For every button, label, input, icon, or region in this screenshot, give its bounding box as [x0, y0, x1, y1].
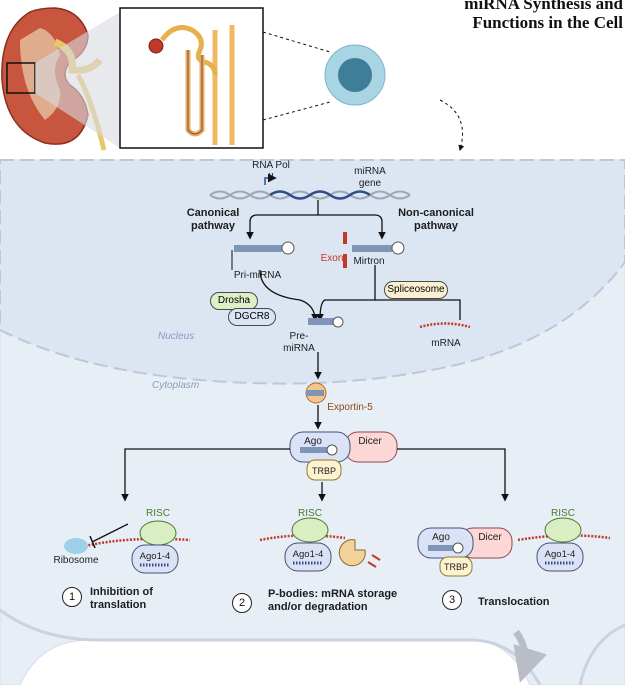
pre-mirna-label: Pre-miRNA: [283, 331, 315, 354]
exportin-complex: [305, 382, 327, 404]
risc-complex-2: [259, 517, 381, 572]
ago-label: Ago: [304, 436, 322, 447]
canonical-pathway-label: Canonical pathway: [186, 207, 240, 232]
pre-mirna-hairpin: [308, 316, 344, 328]
dna-strand: [209, 173, 411, 200]
risc-complex-3: [517, 517, 611, 572]
exportin-label: Exportin-5: [327, 402, 373, 413]
risc-complex-1: [64, 520, 191, 574]
dgcr8-box: DGCR8: [228, 308, 276, 326]
spliceosome-box: Spliceosome: [384, 281, 448, 299]
cytoplasm-label: Cytoplasm: [152, 380, 200, 391]
outcome-text-3: Translocation: [478, 596, 550, 608]
risc-label-3: RISC: [551, 508, 575, 519]
ribosome-label: Ribosome: [53, 555, 99, 566]
risc-label-2: RISC: [298, 508, 322, 519]
rna-pol-label: RNA Pol II: [252, 160, 290, 183]
outcome-text-1: Inhibition of translation: [90, 586, 153, 611]
dicer-label: Dicer: [358, 436, 382, 447]
mrna-label: mRNA: [431, 338, 461, 349]
dicer-complex-3: [417, 527, 513, 577]
risc-label-1: RISC: [146, 508, 170, 519]
exon-label: Exon: [320, 253, 344, 264]
outcome-number-2: 2: [232, 593, 252, 613]
outcome-number-1: 1: [62, 587, 82, 607]
trbp-label-3: TRBP: [443, 562, 468, 572]
ago14-label-2: Ago1-4: [292, 549, 324, 560]
kidney-illustration: [1, 7, 120, 151]
mirtron-label: Mirtron: [353, 256, 385, 267]
trbp-label: TRBP: [311, 466, 336, 476]
outcome-number-3: 3: [442, 590, 462, 610]
figure-title: miRNA Synthesis and Functions in the Cel…: [363, 0, 623, 32]
ago14-label-1: Ago1-4: [139, 551, 171, 562]
nephron-panel: [119, 7, 264, 149]
dicer-label-3: Dicer: [478, 532, 502, 543]
noncanonical-pathway-label: Non-canonical pathway: [398, 207, 474, 232]
mrna-strand: [419, 322, 471, 329]
mirna-gene-label: miRNA gene: [354, 166, 386, 189]
cell-membrane-right: [578, 623, 625, 686]
title-line-2: Functions in the Cell: [472, 13, 623, 32]
pri-mirna-label: Pri-miRNA: [233, 270, 282, 281]
mirtron-hairpin: [343, 232, 405, 268]
nucleus-label: Nucleus: [158, 331, 195, 342]
ago14-label-3: Ago1-4: [544, 549, 576, 560]
outcome-text-2: P-bodies: mRNA storage and/or degradatio…: [268, 588, 398, 613]
zoomed-nucleus: [338, 58, 372, 92]
pri-mirna-hairpin: [231, 241, 295, 270]
ago-label-3: Ago: [432, 532, 450, 543]
title-line-1: miRNA Synthesis and: [464, 0, 623, 13]
dicer-complex: [289, 431, 398, 481]
